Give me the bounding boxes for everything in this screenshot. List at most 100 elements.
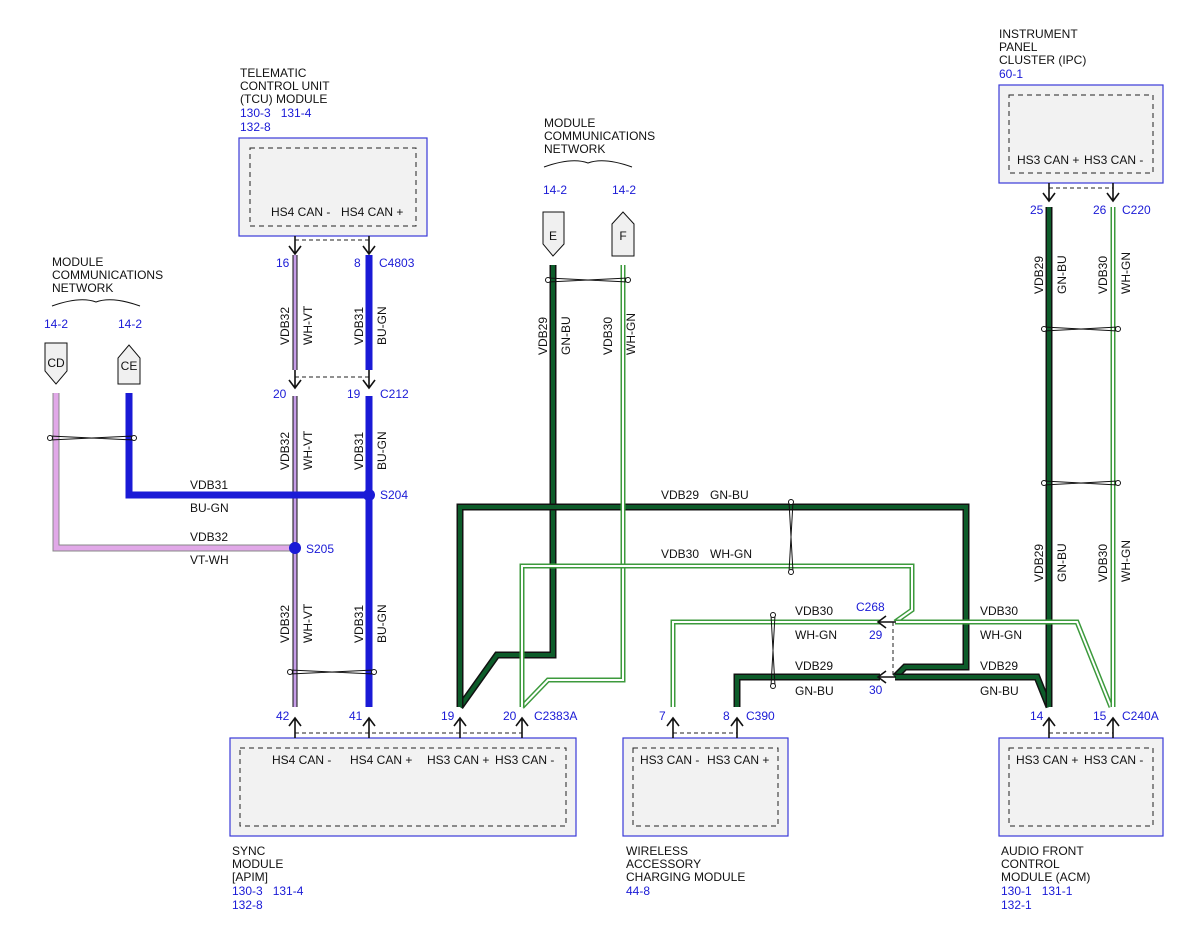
wire-circuit-label: VDB32 — [278, 432, 292, 470]
wire-color-label: VT-WH — [190, 553, 229, 567]
tcu-title-line: (TCU) MODULE — [240, 92, 327, 106]
acm-title-line: AUDIO FRONT — [1001, 844, 1084, 858]
tcu-ref: 132-8 — [240, 120, 271, 134]
connector-f[interactable]: F — [611, 211, 635, 257]
wire-color-label: BU-GN — [190, 501, 229, 515]
pin-numbers: 16 8 C4803 20 19 C212 42 41 19 20 C2383A… — [273, 203, 1159, 723]
sync-module[interactable] — [229, 737, 577, 837]
tcu-title-line: TELEMATIC — [240, 66, 307, 80]
wire-vdb29-to-wireless — [733, 673, 880, 707]
ipc-title: INSTRUMENT PANEL CLUSTER (IPC) 60-1 — [999, 27, 1086, 81]
pin-label: HS4 CAN + — [350, 753, 412, 767]
wire-color-label: WH-GN — [1119, 252, 1133, 294]
network-title-line: COMMUNICATIONS — [544, 129, 655, 143]
wire-color-label: GN-BU — [980, 684, 1019, 698]
splice-s205[interactable]: S205 — [289, 542, 334, 556]
network-center-brace — [543, 160, 633, 168]
network-title-line: MODULE — [544, 116, 595, 130]
wire-labels-horizontal: VDB31 BU-GN VDB32 VT-WH VDB29 GN-BU VDB3… — [190, 478, 1022, 698]
pin-number: 20 — [273, 387, 287, 401]
wire-color-label: WH-GN — [980, 628, 1022, 642]
network-left-ref-ce: 14-2 — [118, 317, 142, 331]
wireless-pin-labels: HS3 CAN - HS3 CAN + — [640, 753, 769, 767]
wire-vdb29-to-acm — [895, 673, 1053, 709]
wire-color-label: WH-GN — [710, 547, 752, 561]
wire-color-label: BU-GN — [375, 604, 389, 643]
sync-title-line: MODULE — [232, 857, 283, 871]
wire-circuit-label: VDB30 — [1096, 256, 1110, 294]
wire-vdb30-to-wireless — [670, 619, 880, 707]
network-title-line: NETWORK — [544, 142, 605, 156]
wire-color-label: WH-GN — [795, 628, 837, 642]
wire-vdb29-loop — [456, 503, 970, 707]
wire-color-label: WH-VT — [301, 305, 315, 345]
pin-label: HS3 CAN + — [427, 753, 489, 767]
sync-ref: 130-3 131-4 — [232, 884, 304, 898]
pin-number: 7 — [659, 709, 666, 723]
pin-number: 19 — [441, 709, 455, 723]
tcu-ref: 130-3 131-4 — [240, 106, 312, 120]
wire-circuit-label: VDB31 — [352, 605, 366, 643]
connector-e[interactable]: E — [542, 211, 565, 257]
connector-ce[interactable]: CE — [117, 344, 141, 385]
splice-s204[interactable]: S204 — [363, 488, 408, 502]
pin-label: HS4 CAN - — [271, 205, 330, 219]
connector-id-c240a: C240A — [1122, 709, 1159, 723]
wire-color-label: GN-BU — [559, 316, 573, 355]
wire-circuit-label: VDB29 — [795, 659, 833, 673]
pin-label: HS4 CAN - — [272, 753, 331, 767]
network-center-ref-f: 14-2 — [612, 183, 636, 197]
wire-circuit-label: VDB30 — [795, 604, 833, 618]
acm-module[interactable] — [998, 737, 1164, 837]
ipc-title-line: CLUSTER (IPC) — [999, 53, 1086, 67]
wire-circuit-label: VDB30 — [1096, 544, 1110, 582]
splice-s204-label: S204 — [380, 488, 408, 502]
wire-circuit-label: VDB31 — [352, 307, 366, 345]
splice-s205-label: S205 — [306, 542, 334, 556]
wire-circuit-label: VDB32 — [278, 605, 292, 643]
wire-circuit-label: VDB29 — [1032, 544, 1046, 582]
tcu-module[interactable] — [238, 137, 428, 237]
pin-label: HS3 CAN - — [495, 753, 554, 767]
network-title-line: COMMUNICATIONS — [52, 268, 163, 282]
acm-title: AUDIO FRONT CONTROL MODULE (ACM) 130-1 1… — [1001, 844, 1090, 912]
connector-cd[interactable]: CD — [44, 342, 68, 385]
wire-circuit-label: VDB29 — [661, 488, 699, 502]
connector-e-label: E — [549, 229, 557, 243]
pin-label: HS3 CAN - — [640, 753, 699, 767]
wireless-title-line: WIRELESS — [626, 844, 688, 858]
wire-color-label: WH-GN — [624, 313, 638, 355]
pin-label: HS3 CAN - — [1084, 753, 1143, 767]
pin-number: 26 — [1093, 203, 1107, 217]
pin-number: 41 — [349, 709, 363, 723]
pin-number: 8 — [354, 256, 361, 270]
wire-color-label: GN-BU — [795, 684, 834, 698]
pin-number: 30 — [869, 683, 883, 697]
pin-label: HS3 CAN + — [1017, 153, 1079, 167]
sync-title-line: [APIM] — [232, 870, 268, 884]
network-left-title: MODULE COMMUNICATIONS NETWORK 14-2 14-2 — [44, 255, 163, 331]
connector-id-c212: C212 — [380, 387, 409, 401]
network-title-line: NETWORK — [52, 281, 113, 295]
wireless-title: WIRELESS ACCESSORY CHARGING MODULE 44-8 — [626, 844, 745, 898]
wire-color-label: BU-GN — [375, 306, 389, 345]
ipc-module[interactable] — [998, 84, 1164, 184]
sync-title: SYNC MODULE [APIM] 130-3 131-4 132-8 — [232, 844, 304, 912]
wire-ce-to-s204 — [125, 393, 369, 499]
connector-id-c268: C268 — [856, 600, 885, 614]
acm-ref: 132-1 — [1001, 898, 1032, 912]
pin-number: 42 — [276, 709, 290, 723]
wire-color-label: BU-GN — [375, 431, 389, 470]
connector-id-c4803: C4803 — [379, 256, 415, 270]
pin-label: HS4 CAN + — [341, 205, 403, 219]
wireless-ref: 44-8 — [626, 884, 650, 898]
acm-title-line: CONTROL — [1001, 857, 1060, 871]
wire-cd-to-s205 — [52, 393, 295, 552]
tcu-title: TELEMATIC CONTROL UNIT (TCU) MODULE 130-… — [240, 66, 330, 134]
wire-vdb30-to-acm — [895, 619, 1114, 708]
network-center-title: MODULE COMMUNICATIONS NETWORK 14-2 14-2 — [543, 116, 655, 197]
acm-ref: 130-1 131-1 — [1001, 884, 1073, 898]
wireless-charging-module[interactable] — [622, 737, 789, 837]
sync-pin-labels: HS4 CAN - HS4 CAN + HS3 CAN + HS3 CAN - — [272, 753, 554, 767]
